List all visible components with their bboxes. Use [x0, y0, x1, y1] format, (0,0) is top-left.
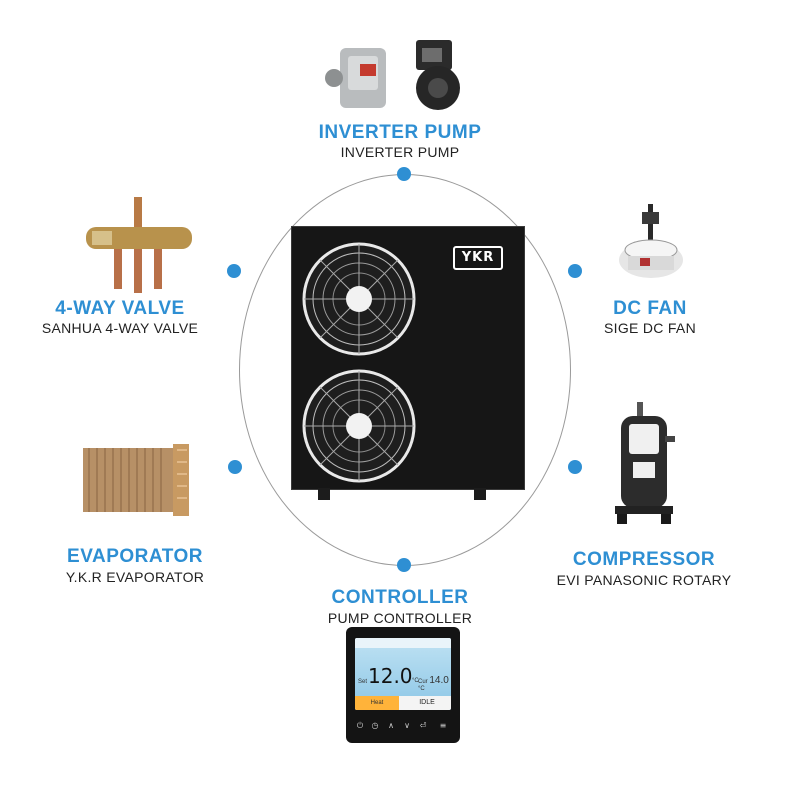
power-button-icon: ⏻: [356, 721, 364, 730]
heat-pump-unit: [291, 226, 525, 490]
current-label: Cur: [418, 679, 428, 685]
inverter-pump-image: [325, 40, 460, 110]
ring-dot-left-lower: [228, 460, 242, 474]
brand-logo: YKR: [453, 246, 503, 270]
four-way-valve-title: 4-WAY VALVE: [55, 298, 185, 319]
set-temperature-unit: °C: [412, 678, 419, 684]
current-temperature: 14.0: [429, 675, 449, 686]
controller-title: CONTROLLER: [331, 587, 469, 608]
screen-status-bar: [355, 638, 451, 648]
inverter-pump-title: INVERTER PUMP: [318, 122, 482, 143]
mode-indicator: Heat: [355, 696, 399, 710]
ring-dot-right-lower: [568, 460, 582, 474]
menu-button-icon: ≡: [439, 721, 447, 730]
ring-dot-top: [397, 167, 411, 181]
down-button-icon: ∨: [404, 721, 410, 730]
controller-subtitle: PUMP CONTROLLER: [327, 610, 473, 626]
upper-fan: [302, 242, 416, 356]
up-button-icon: ∧: [388, 721, 394, 730]
four-way-valve-subtitle: SANHUA 4-WAY VALVE: [41, 320, 199, 336]
lower-fan: [302, 369, 416, 483]
controller-screen: Set 12.0 °C Cur 14.0 °C Heat IDLE: [355, 638, 451, 710]
ring-dot-left-upper: [227, 264, 241, 278]
compressor-image: [615, 402, 675, 524]
unit-fans: [302, 242, 416, 483]
enter-button-icon: ⏎: [419, 721, 427, 730]
set-label: Set: [358, 679, 368, 685]
compressor-title: COMPRESSOR: [572, 549, 716, 570]
dc-fan-subtitle: SIGE DC FAN: [604, 320, 696, 336]
unit-foot-right: [474, 488, 486, 500]
ring-dot-bottom: [397, 558, 411, 572]
dc-fan-title: DC FAN: [613, 298, 687, 319]
clock-button-icon: ◷: [371, 721, 379, 730]
four-way-valve-image: [86, 197, 192, 293]
current-temperature-unit: °C: [418, 686, 425, 692]
controller-device: Set 12.0 °C Cur 14.0 °C Heat IDLE ⏻ ◷ ∧ …: [346, 627, 460, 743]
evaporator-subtitle: Y.K.R EVAPORATOR: [65, 569, 205, 585]
state-indicator: IDLE: [419, 699, 435, 706]
set-temperature: 12.0: [368, 664, 413, 688]
inverter-pump-subtitle: INVERTER PUMP: [340, 144, 460, 160]
ring-dot-right-upper: [568, 264, 582, 278]
evaporator-title: EVAPORATOR: [67, 546, 203, 567]
current-temperature-group: Cur 14.0 °C: [418, 675, 451, 692]
unit-foot-left: [318, 488, 330, 500]
dc-fan-image: [619, 204, 683, 278]
compressor-subtitle: EVI PANASONIC ROTARY: [556, 572, 732, 588]
evaporator-image: [83, 444, 189, 516]
